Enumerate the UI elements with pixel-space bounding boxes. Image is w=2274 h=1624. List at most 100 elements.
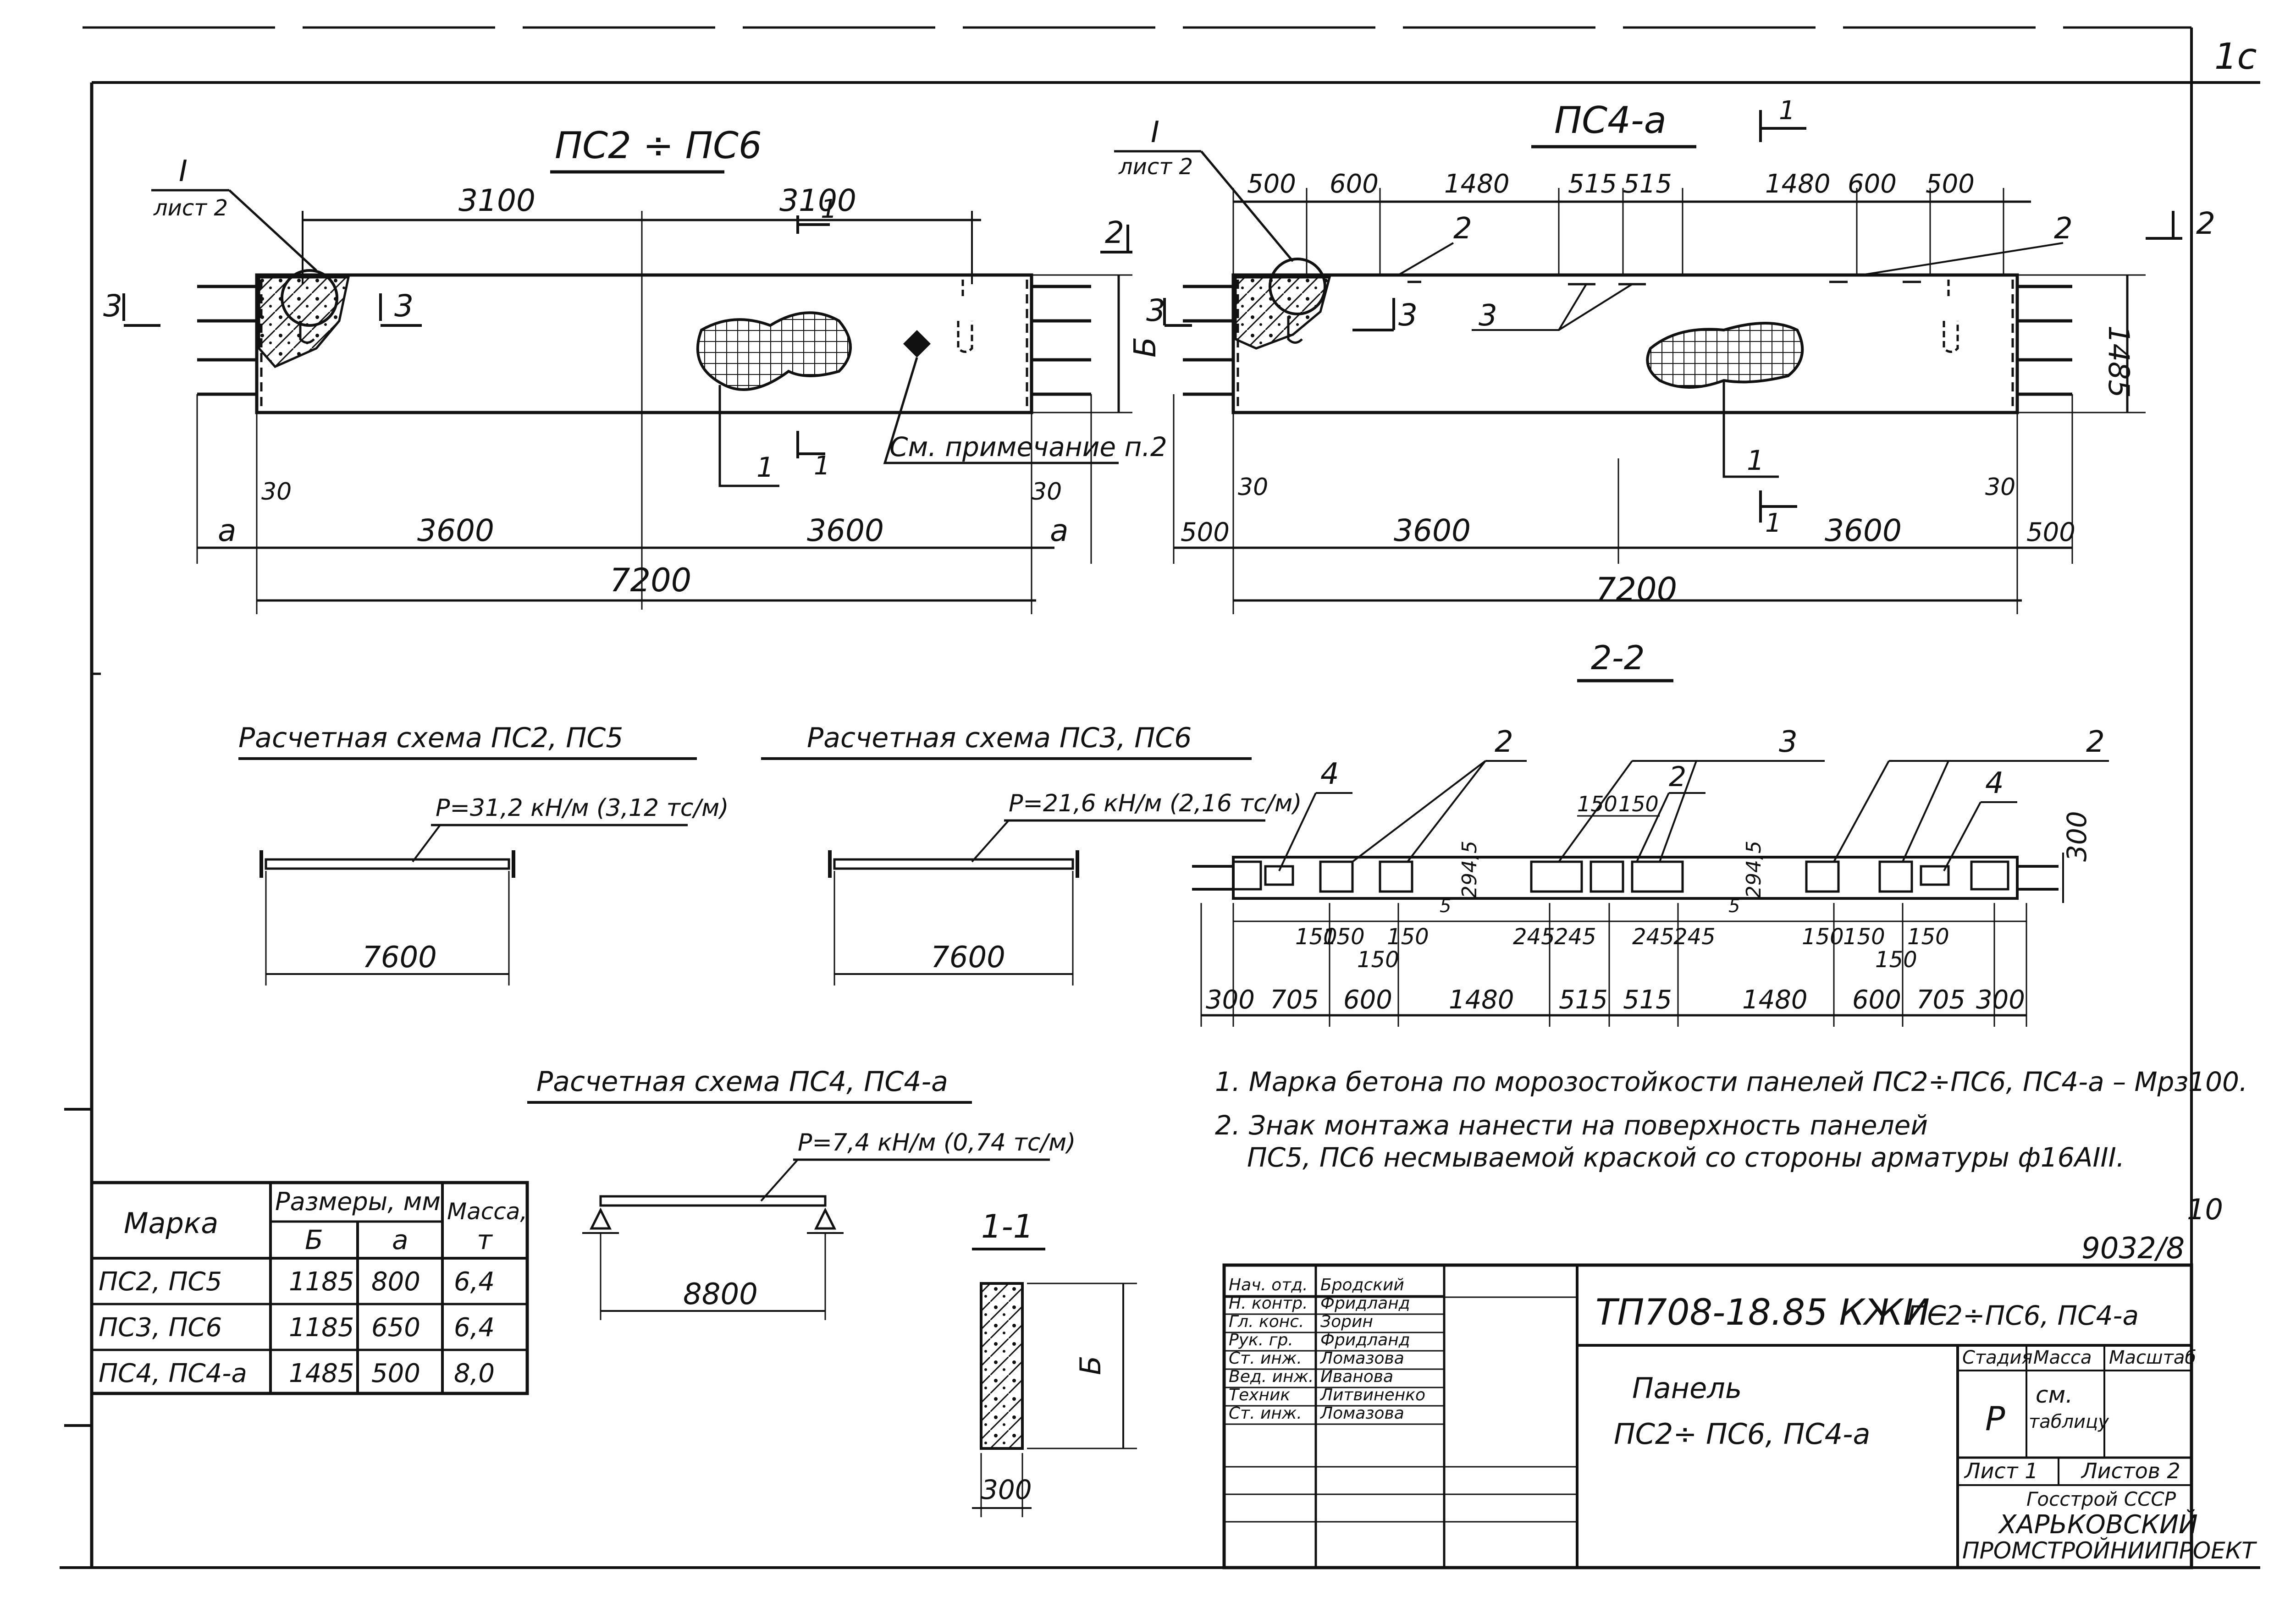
dim-top-2: 3100: [779, 183, 856, 218]
right-dim-height: 1485: [2102, 325, 2136, 398]
right-leader-2b: 2: [2054, 212, 2073, 246]
tb-doc-code-suffix: ПС2÷ПС6, ПС4-а: [1907, 1300, 2139, 1331]
note-2-line-2: ПС5, ПС6 несмываемой краской со стороны …: [1247, 1142, 2125, 1173]
tb-role-name: Ломазова: [1319, 1404, 1404, 1423]
dim-top-1: 3100: [458, 183, 535, 218]
tb-role: Н. контр.: [1229, 1294, 1308, 1313]
callout-sheet: лист 2: [153, 195, 228, 221]
section-22-bottom-dim: 705: [1270, 985, 1319, 1015]
s22-dim-5a: 5: [1440, 896, 1451, 917]
section-22-bottom-dim: 1480: [1742, 985, 1808, 1015]
s22-dim-5b: 5: [1728, 896, 1740, 917]
table-cell-mark: ПС3, ПС6: [99, 1313, 222, 1343]
right-leader-3: 3: [1479, 299, 1497, 333]
embedded-plates: [1407, 281, 1921, 286]
right-section-2: 2: [2196, 206, 2215, 241]
tb-name-line-2: ПС2÷ ПС6, ПС4-а: [1614, 1417, 1871, 1451]
right-top-dim: 600: [1848, 169, 1897, 199]
table-cell-mark: ПС2, ПС5: [99, 1267, 222, 1297]
right-dim-3600-left: 3600: [1394, 513, 1471, 548]
right-top-dim: 500: [1247, 169, 1296, 199]
section-22-bottom-dim: 515: [1559, 985, 1608, 1015]
scheme-3-span: 8800: [683, 1277, 758, 1311]
table-header-b: Б: [305, 1224, 323, 1255]
section-22-inner-dim: 150: [1802, 924, 1844, 950]
doc-number: 9032/8: [2081, 1232, 2185, 1266]
right-dim-7200: 7200: [1595, 571, 1677, 608]
tb-doc-code: ТП708-18.85 КЖИ–: [1595, 1292, 1948, 1333]
s22-label-4-left: 4: [1320, 757, 1339, 791]
s22-label-3: 3: [1779, 725, 1798, 759]
tb-role: Нач. отд.: [1229, 1276, 1308, 1294]
right-top-dim: 1480: [1444, 169, 1510, 199]
table-header-mass: Масса,: [447, 1198, 527, 1225]
section-22-bottom-dim: 300: [1206, 985, 1255, 1015]
dim-30-right: 30: [1032, 478, 1062, 506]
right-top-dim: 1480: [1765, 169, 1831, 199]
section-22-openings: [1232, 860, 2009, 893]
right-section-1-bottom: 1: [1765, 508, 1782, 538]
table-header-sizes: Размеры, мм: [275, 1187, 441, 1216]
scheme-2-title: Расчетная схема ПС3, ПС6: [807, 722, 1192, 754]
table-cell-mass: 6,4: [454, 1267, 495, 1297]
right-dim-3600-right: 3600: [1825, 513, 1902, 548]
tb-sheets-label: Листов 2: [2081, 1459, 2180, 1483]
section-22-bottom-dim: 300: [1976, 985, 2025, 1015]
s22-label-2-mid: 2: [1669, 761, 1686, 793]
dim-a-right: a: [1050, 513, 1068, 548]
table-cell-mass: 6,4: [454, 1313, 495, 1343]
tb-role: Гл. конс.: [1229, 1312, 1304, 1331]
tb-mass-value-2: таблицу: [2029, 1411, 2109, 1432]
tb-role-name: Фридланд: [1320, 1294, 1410, 1313]
right-leader-2a: 2: [1453, 212, 1472, 246]
tb-stage-value: Р: [1985, 1399, 2005, 1438]
section-11-title: 1-1: [981, 1208, 1033, 1245]
s22-dim-2945a: 294,5: [1458, 841, 1481, 898]
section-22-title: 2-2: [1591, 639, 1645, 677]
table-cell-a: 500: [371, 1359, 420, 1388]
section-22-opening: [1631, 860, 1684, 893]
page-number: 10: [2187, 1193, 2223, 1226]
section-22-opening: [1379, 860, 1413, 893]
tb-role-name: Ломазова: [1319, 1349, 1404, 1368]
section-mark-1-top: 1: [821, 194, 837, 224]
section-22-opening: [1805, 860, 1840, 893]
tb-org-3: ПРОМСТРОЙНИИПРОЕКТ: [1962, 1537, 2257, 1564]
section-22-opening: [1264, 865, 1294, 886]
section-1-1: 1-1 Б 300: [972, 1208, 1137, 1517]
left-view-title: ПС2 ÷ ПС6: [555, 124, 762, 167]
table-cell-b: 1185: [289, 1313, 354, 1343]
tb-org-2: ХАРЬКОВСКИЙ: [1998, 1510, 2198, 1540]
section-22-opening: [1920, 865, 1950, 886]
scheme-3-load: P=7,4 кН/м (0,74 тс/м): [798, 1129, 1076, 1156]
s22-label-2-right: 2: [2086, 725, 2105, 759]
table-cell-b: 1185: [289, 1267, 354, 1297]
left-plan-view: ПС2 ÷ ПС6 I лист 2 3100 3100: [103, 124, 1167, 614]
scheme-2: Расчетная схема ПС3, ПС6 P=21,6 кН/м (2,…: [761, 722, 1302, 985]
note-2-line-1: 2. Знак монтажа нанести на поверхность п…: [1215, 1110, 1928, 1141]
tb-role: Ст. инж.: [1229, 1349, 1302, 1368]
leader-1: 1: [756, 451, 774, 484]
tb-role: Ст. инж.: [1229, 1404, 1302, 1423]
tb-role-name: Фридланд: [1320, 1331, 1410, 1349]
section-22-opening: [1530, 860, 1583, 893]
section-22-inner-dim: 150: [1907, 924, 1949, 950]
callout-ref: I: [179, 154, 188, 188]
section-mark-2: 2: [1105, 215, 1124, 250]
right-view-title: ПС4-а: [1554, 99, 1667, 142]
sheet-corner-number: 1c: [2214, 36, 2257, 77]
s22-dim-150a: 150: [1577, 792, 1617, 816]
dim-3600-right: 3600: [807, 513, 884, 548]
tb-name-line-1: Панель: [1632, 1371, 1742, 1405]
tb-role-name: Зорин: [1320, 1312, 1373, 1331]
dim-a-left: a: [218, 513, 236, 548]
tb-scale-label: Масштаб: [2109, 1347, 2196, 1368]
tb-role: Вед. инж.: [1229, 1367, 1314, 1386]
section-22-inner-dim: 245: [1554, 924, 1596, 950]
section-22-inner-dim: 150: [1387, 924, 1429, 950]
right-top-dim: 515: [1568, 169, 1617, 199]
